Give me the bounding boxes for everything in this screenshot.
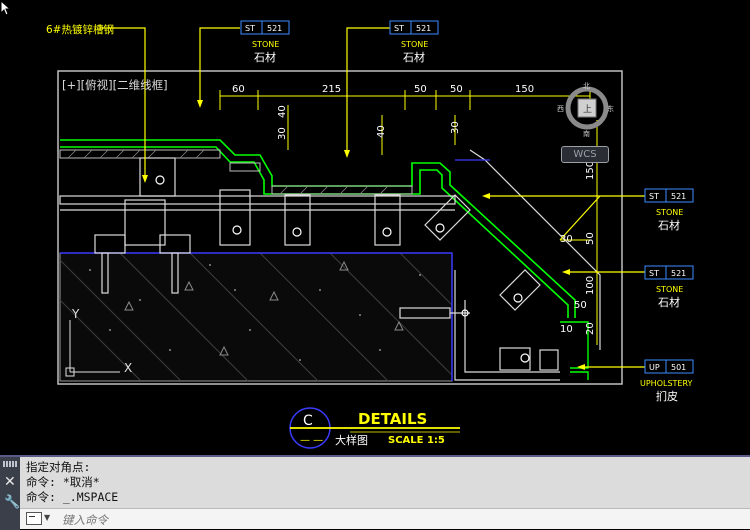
tag-stone-1: ST 521 STONE 石材 — [240, 20, 290, 64]
dim-215: 215 — [322, 84, 341, 95]
command-prompt-icon[interactable] — [26, 512, 42, 525]
svg-text:521: 521 — [267, 24, 282, 33]
dim-30b: 30 — [450, 121, 461, 134]
dim-r10: 10 — [560, 324, 573, 335]
grip-handle-icon[interactable] — [3, 461, 17, 467]
hatch-bands — [59, 149, 413, 195]
command-line-panel: ✕ 🔧 指定对角点: 命令: *取消* 命令: _.MSPACE ▼ — [0, 455, 750, 530]
viewport-frame[interactable] — [57, 70, 623, 385]
svg-text:UPHOLSTERY: UPHOLSTERY — [640, 379, 693, 388]
viewport-controls-label[interactable]: [+][俯视][二维线框] — [62, 78, 168, 92]
svg-text:石材: 石材 — [403, 50, 425, 64]
detail-subtitle: 大样图 — [335, 433, 368, 447]
tag-stone-3: ST 521 STONE 石材 — [644, 188, 694, 232]
svg-text:521: 521 — [671, 269, 686, 278]
viewcube-south: 南 — [583, 129, 590, 138]
dim-r30: 30 — [560, 234, 573, 245]
title-block: C — — DETAILS 大样图 SCALE 1:5 — [289, 407, 460, 449]
concrete-base — [59, 252, 453, 382]
svg-text:STONE: STONE — [252, 40, 279, 49]
bolts — [155, 175, 530, 363]
material-tags: ST 521 STONE 石材 ST 521 STONE 石材 ST 521 S… — [240, 20, 694, 403]
dim-60: 60 — [232, 84, 245, 95]
chevron-down-icon[interactable]: ▼ — [44, 513, 51, 522]
green-bracket — [560, 321, 589, 380]
callout-channel-steel: 6#热镀锌槽钢 — [46, 23, 114, 36]
svg-text:ST: ST — [649, 269, 659, 278]
svg-text:ST: ST — [649, 192, 659, 201]
command-history: 指定对角点: 命令: *取消* 命令: _.MSPACE — [26, 460, 118, 505]
svg-text:STONE: STONE — [656, 208, 683, 217]
dim-30a: 30 — [277, 127, 288, 140]
command-input[interactable] — [60, 510, 744, 529]
viewcube-east: 东 — [607, 104, 614, 113]
history-line: 命令: *取消* — [26, 475, 100, 489]
dim-r50: 50 — [585, 232, 596, 245]
leader-arrows — [142, 100, 585, 370]
svg-text:X: X — [124, 361, 132, 375]
wrench-icon[interactable]: 🔧 — [4, 495, 21, 510]
tag-stone-2: ST 521 STONE 石材 — [389, 20, 439, 64]
svg-text:石材: 石材 — [254, 50, 276, 64]
svg-text:Y: Y — [71, 307, 80, 321]
viewcube[interactable]: 上 北 南 西 东 — [557, 82, 614, 138]
dim-50a: 50 — [414, 84, 427, 95]
detail-letter: C — [303, 413, 313, 429]
svg-text:501: 501 — [671, 363, 686, 372]
dim-r150: 150 — [585, 161, 596, 180]
command-line-toolbar: ✕ 🔧 — [0, 457, 20, 530]
tag-stone-4: ST 521 STONE 石材 — [644, 265, 694, 309]
svg-text:石材: 石材 — [658, 295, 680, 309]
viewcube-face: 上 — [583, 104, 592, 115]
dimension-text: 60 215 50 50 150 40 30 40 30 150 30 50 1… — [232, 84, 596, 335]
dim-40a: 40 — [277, 105, 288, 118]
svg-text:521: 521 — [671, 192, 686, 201]
dim-r20: 20 — [585, 322, 596, 335]
ucs-icon[interactable]: Y X — [65, 307, 132, 377]
svg-text:STONE: STONE — [401, 40, 428, 49]
history-line: 指定对角点: — [26, 460, 91, 474]
tag-upholstery: UP 501 UPHOLSTERY 扪皮 — [640, 359, 694, 403]
dim-150: 150 — [515, 84, 534, 95]
svg-text:扪皮: 扪皮 — [656, 389, 678, 403]
command-input-row: ▼ — [20, 508, 750, 529]
leader-lines — [100, 27, 645, 368]
close-icon[interactable]: ✕ — [4, 474, 16, 490]
viewcube-west: 西 — [557, 105, 564, 113]
viewcube-north: 北 — [583, 82, 590, 90]
dim-r100: 100 — [585, 276, 596, 295]
svg-text:ST: ST — [394, 24, 404, 33]
dim-40b: 40 — [376, 125, 387, 138]
svg-text:石材: 石材 — [658, 218, 680, 232]
dim-r50b: 50 — [574, 300, 587, 311]
wcs-menu-button[interactable]: WCS — [561, 146, 609, 163]
svg-text:— —: — — — [300, 435, 323, 446]
detail-scale: SCALE 1:5 — [388, 435, 445, 446]
cad-drawing: 60 215 50 50 150 40 30 40 30 150 30 50 1… — [46, 20, 694, 449]
history-line: 命令: _.MSPACE — [26, 490, 119, 504]
dim-50b: 50 — [450, 84, 463, 95]
mouse-cursor-icon — [0, 0, 12, 16]
svg-text:STONE: STONE — [656, 285, 683, 294]
steel-frame — [59, 149, 601, 381]
drawing-canvas[interactable]: 60 215 50 50 150 40 30 40 30 150 30 50 1… — [0, 0, 750, 455]
svg-text:ST: ST — [245, 24, 255, 33]
svg-text:521: 521 — [416, 24, 431, 33]
svg-text:UP: UP — [649, 363, 660, 372]
detail-title: DETAILS — [358, 410, 427, 428]
